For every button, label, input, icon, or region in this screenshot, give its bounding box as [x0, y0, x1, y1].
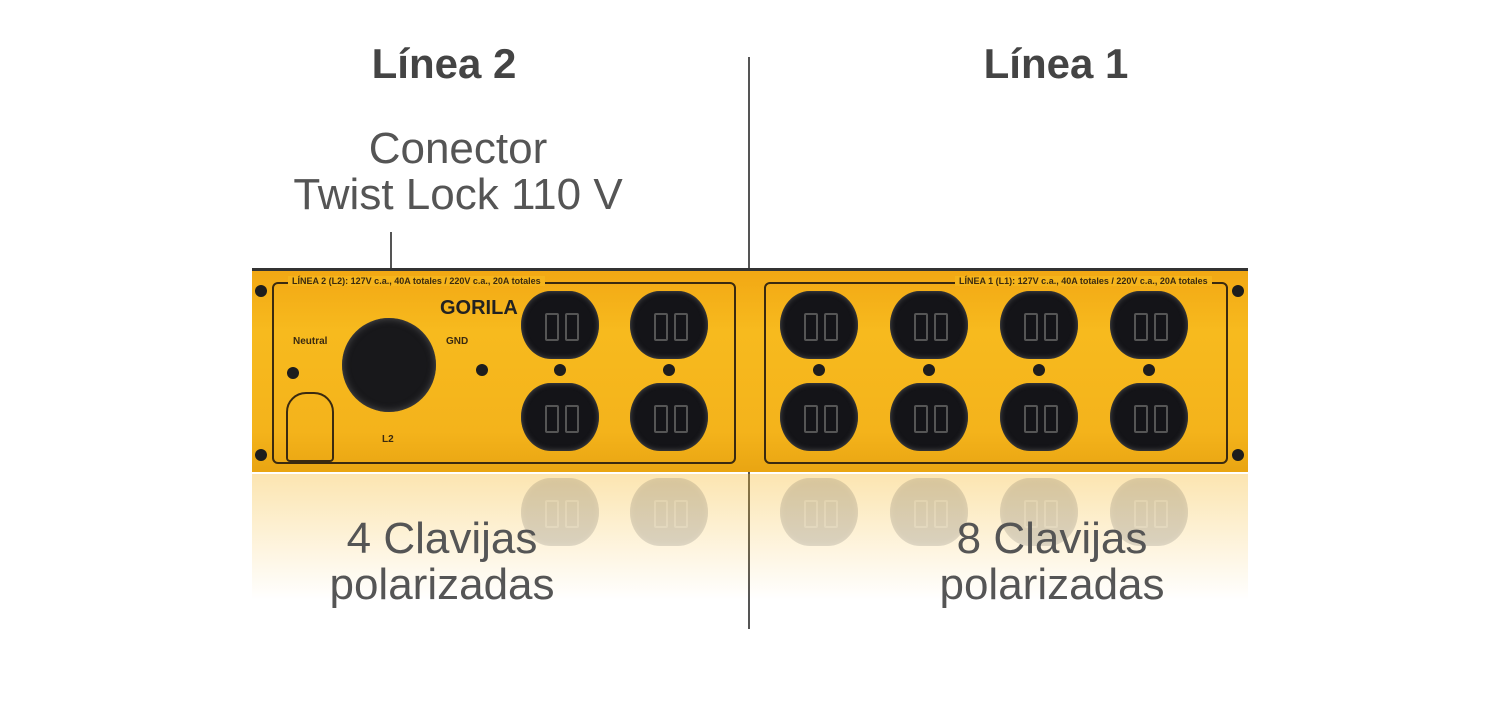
connector-label-line2: Twist Lock 110 V: [293, 170, 623, 219]
outlet: [1000, 291, 1078, 359]
screw: [663, 364, 675, 376]
gorilla-logo-icon: [286, 392, 334, 462]
line1-title: Línea 1: [983, 40, 1129, 87]
outlet: [780, 291, 858, 359]
outlet: [630, 291, 708, 359]
line2-panel-label: LÍNEA 2 (L2): 127V c.a., 40A totales / 2…: [288, 276, 545, 286]
line1-panel-label: LÍNEA 1 (L1): 127V c.a., 40A totales / 2…: [955, 276, 1212, 286]
line2-outlets-label: 4 Clavijas polarizadas: [192, 516, 692, 608]
neutral-label: Neutral: [293, 336, 328, 347]
screw: [1232, 449, 1244, 461]
l2-label: L2: [382, 434, 394, 445]
screw: [1033, 364, 1045, 376]
outlet: [890, 383, 968, 451]
connector-label: Conector Twist Lock 110 V: [208, 126, 708, 218]
outlet: [1110, 291, 1188, 359]
screw: [1143, 364, 1155, 376]
outlet: [521, 383, 599, 451]
outlet-reflection: [1000, 478, 1078, 546]
screw: [476, 364, 488, 376]
outlet-reflection: [521, 478, 599, 546]
outlet-reflection: [630, 478, 708, 546]
panel-reflection: [252, 474, 1248, 614]
twist-lock-connector: [342, 318, 436, 412]
line1-outlets-type: polarizadas: [939, 560, 1165, 609]
line2-outlets-type: polarizadas: [329, 560, 555, 609]
line1-outlets-label: 8 Clavijas polarizadas: [802, 516, 1302, 608]
screw: [813, 364, 825, 376]
brand-logo: GORILA: [440, 297, 518, 319]
outlet: [630, 383, 708, 451]
screw: [287, 367, 299, 379]
screw: [255, 449, 267, 461]
outlet: [521, 291, 599, 359]
outlet: [890, 291, 968, 359]
screw: [255, 285, 267, 297]
screw: [1232, 285, 1244, 297]
outlet-reflection: [780, 478, 858, 546]
connector-label-line1: Conector: [368, 124, 548, 173]
screw: [554, 364, 566, 376]
outlet: [1110, 383, 1188, 451]
outlet: [780, 383, 858, 451]
gnd-label: GND: [446, 336, 469, 347]
line2-outlets-count: 4 Clavijas: [346, 514, 538, 563]
outlet: [1000, 383, 1078, 451]
outlet-reflection: [890, 478, 968, 546]
line1-outlets-count: 8 Clavijas: [956, 514, 1148, 563]
screw: [923, 364, 935, 376]
line2-title: Línea 2: [371, 40, 517, 87]
outlet-reflection: [1110, 478, 1188, 546]
